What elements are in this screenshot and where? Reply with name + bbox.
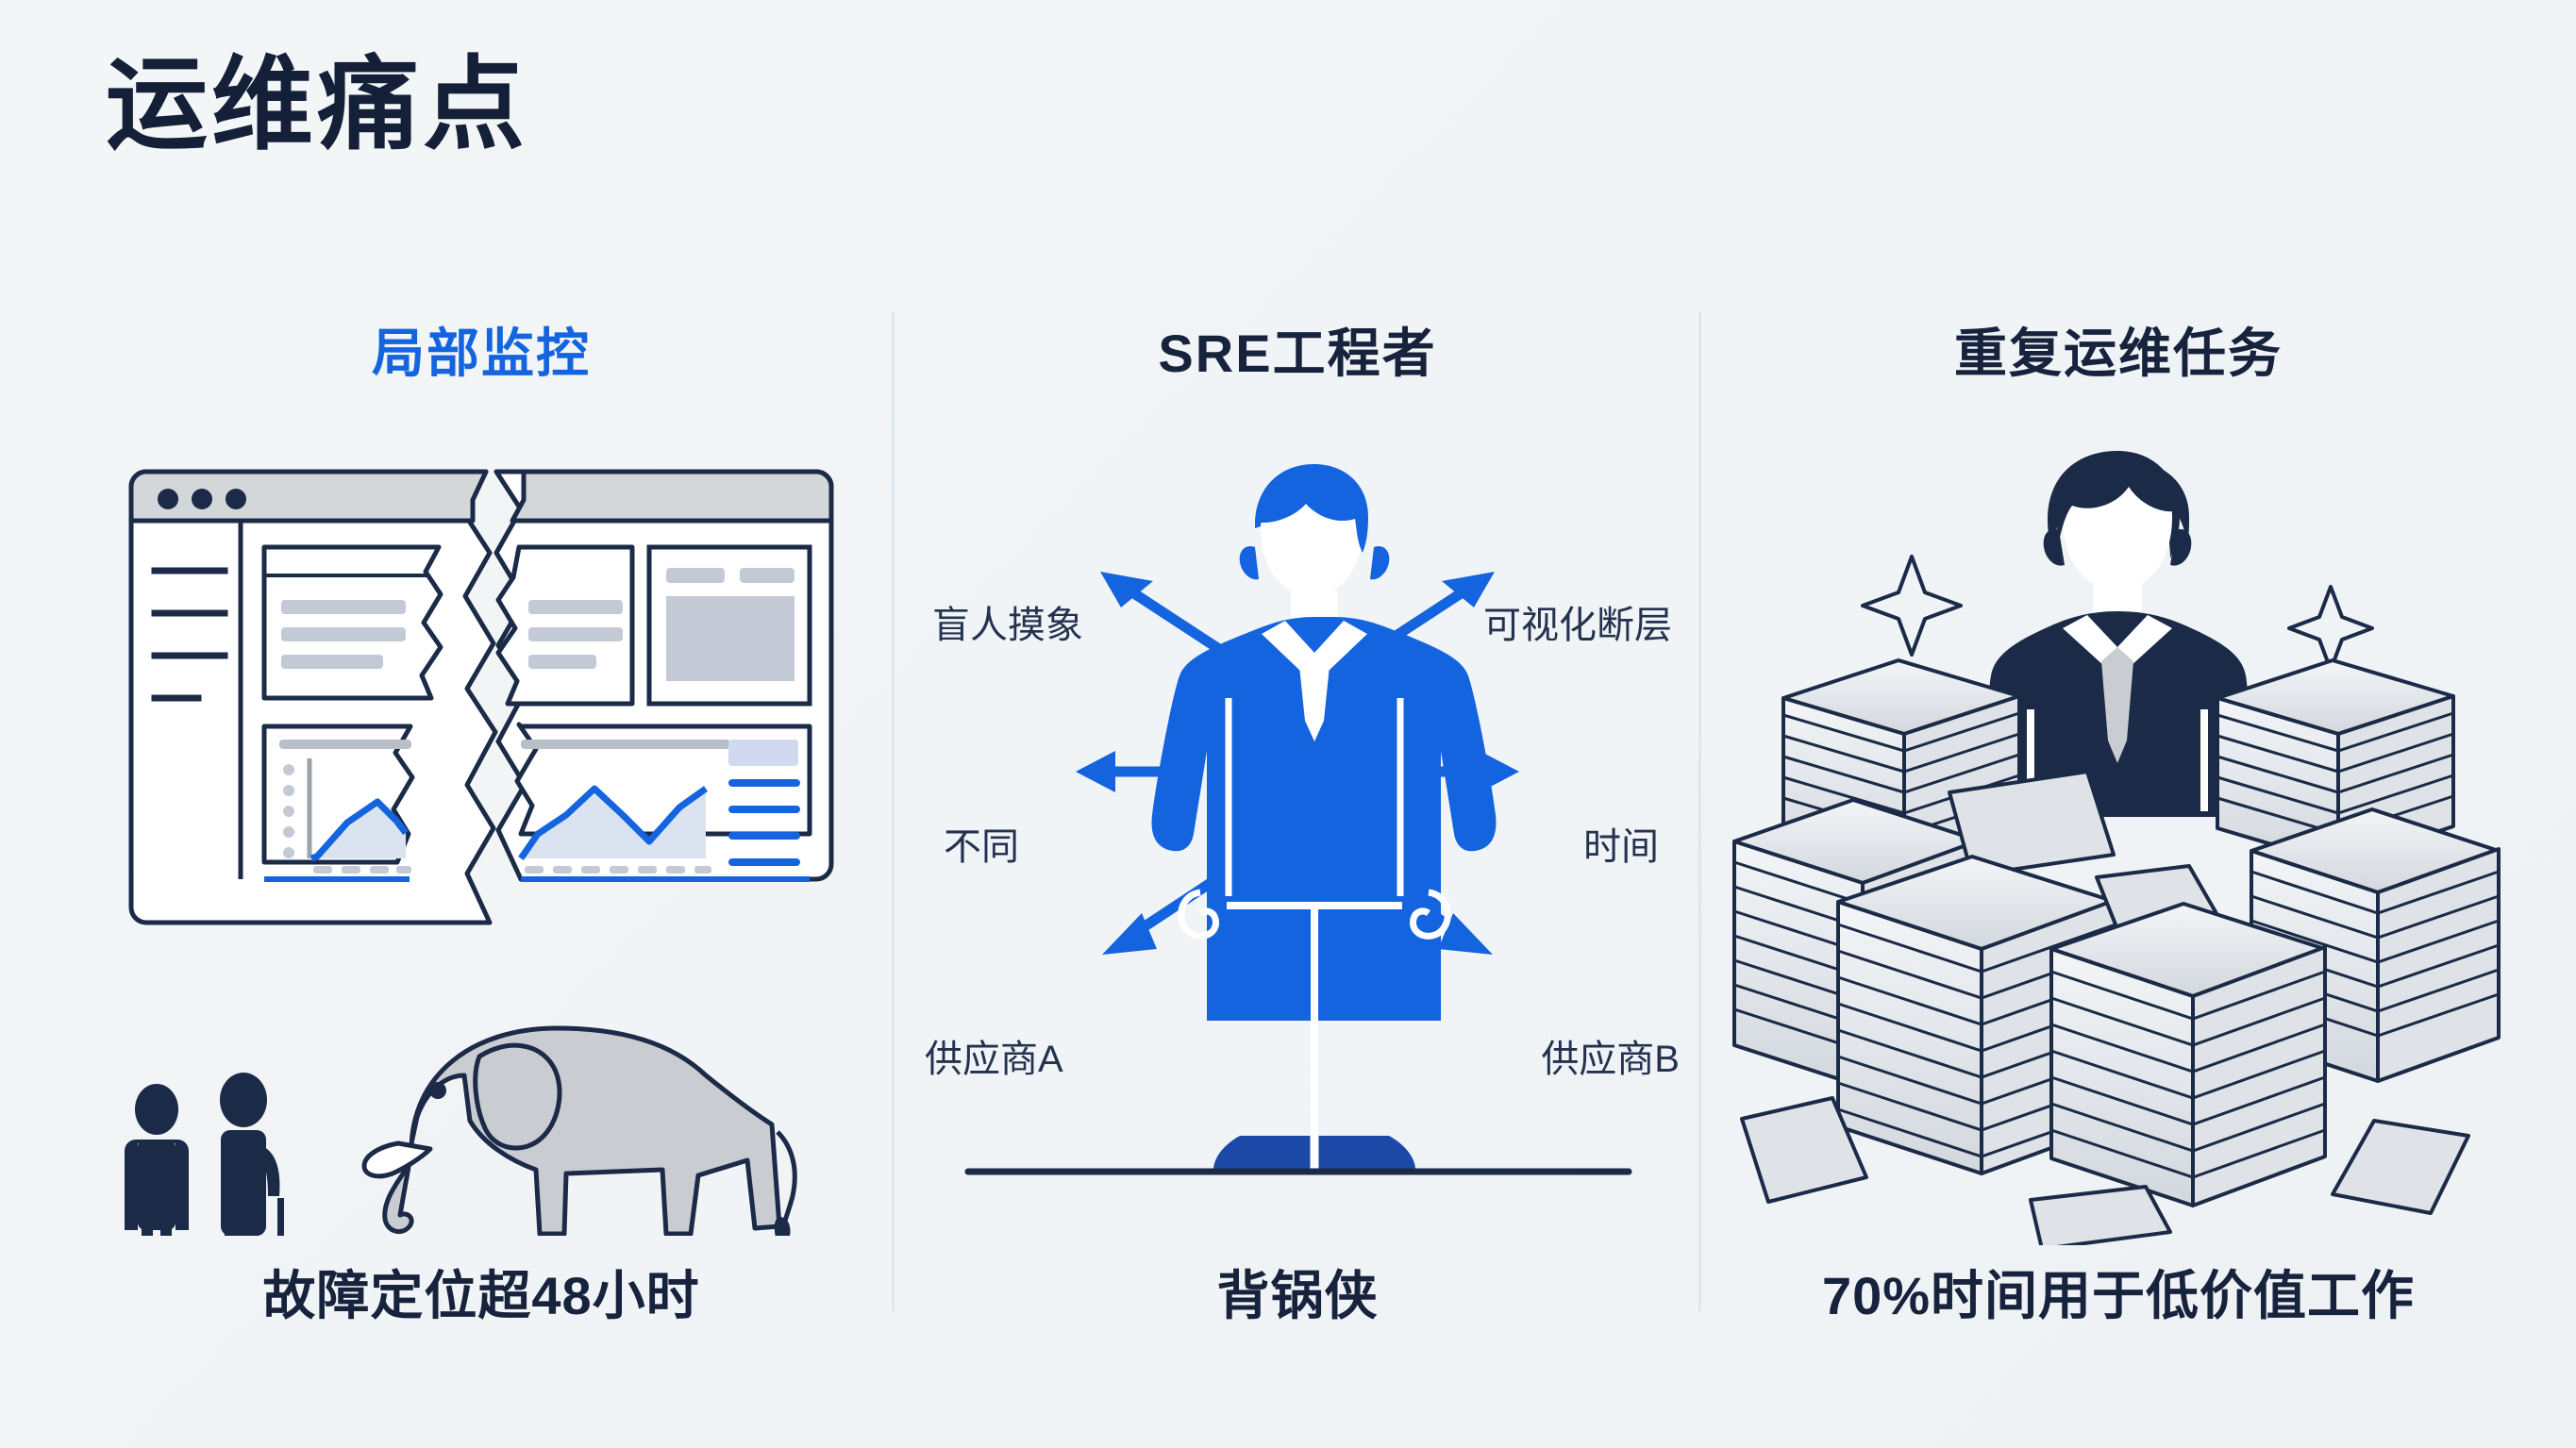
column-divider-2	[1698, 311, 1701, 1311]
cracked-dashboard-illustration	[94, 415, 868, 1236]
column-1-caption: 故障定位超48小时	[262, 1266, 700, 1325]
sre-engineer-illustration: 盲人摸象 可视化断层 不同 时间 供应商A 供应商B	[915, 415, 1680, 1245]
arrow-label-top-right: 可视化断层	[1483, 605, 1672, 646]
column-2-heading: SRE工程者	[1158, 324, 1437, 383]
column-divider-1	[892, 311, 895, 1311]
arrow-label-middle-right: 时间	[1583, 826, 1659, 868]
arrow-label-top-left: 盲人摸象	[932, 605, 1083, 646]
page-title: 运维痛点	[106, 47, 529, 161]
column-local-monitoring: 局部监控	[94, 311, 868, 1340]
arrow-label-bottom-right: 供应商B	[1541, 1039, 1680, 1080]
paper-stacks-illustration	[1727, 415, 2510, 1245]
column-3-heading: 重复运维任务	[1954, 324, 2283, 383]
column-2-caption: 背锅侠	[1216, 1266, 1379, 1325]
elephant-group	[125, 1025, 797, 1236]
businessman-figure	[1151, 464, 1497, 1170]
column-sre-engineer: SRE工程者	[915, 311, 1680, 1340]
suited-man-figure	[1985, 451, 2251, 817]
column-3-caption: 70%时间用于低价值工作	[1821, 1266, 2416, 1325]
arrow-label-bottom-left: 供应商A	[925, 1039, 1063, 1080]
column-repetitive-ops: 重复运维任务	[1727, 311, 2510, 1340]
arrow-label-middle-left: 不同	[944, 826, 1019, 868]
column-1-heading: 局部监控	[372, 324, 591, 383]
